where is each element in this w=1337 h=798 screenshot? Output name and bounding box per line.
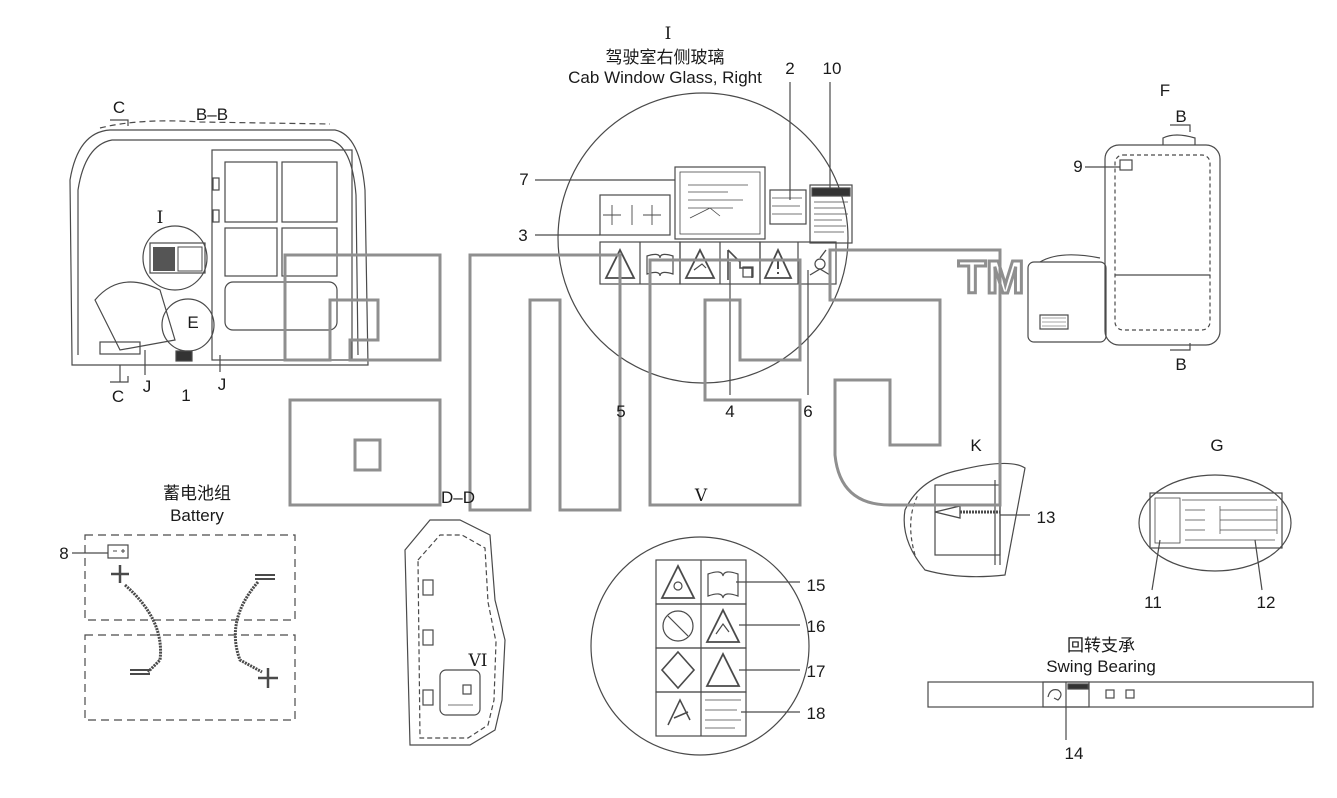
- detail-i-marker-label: I: [156, 208, 164, 228]
- detail-i-title-en: Cab Window Glass, Right: [568, 68, 762, 87]
- section-dd-label: D–D: [440, 488, 476, 507]
- callout-10: 10: [822, 59, 842, 78]
- section-j-left-label: J: [142, 377, 152, 396]
- swing-bearing-view: [927, 681, 1314, 740]
- callout-8: 8: [59, 544, 69, 563]
- view-f-label: F: [1159, 81, 1171, 100]
- callout-7: 7: [519, 170, 529, 189]
- callout-16: 16: [806, 617, 826, 636]
- callout-6: 6: [803, 402, 813, 421]
- swing-title-cn: 回转支承: [1067, 636, 1135, 655]
- right-side-view: [1027, 124, 1221, 351]
- callout-14: 14: [1064, 744, 1084, 763]
- callout-1: 1: [181, 386, 191, 405]
- section-b-top-label: B: [1175, 107, 1187, 126]
- view-k: [903, 462, 1030, 578]
- cab-detail-i-mini: [153, 246, 203, 272]
- callout-12: 12: [1256, 593, 1276, 612]
- callout-13: 13: [1036, 508, 1056, 527]
- battery-title-cn: 蓄电池组: [163, 484, 231, 503]
- view-g-nameplate: [1138, 474, 1292, 591]
- view-k-label: K: [970, 436, 982, 455]
- view-g-label: G: [1210, 436, 1224, 455]
- detail-v-circle: [590, 536, 810, 756]
- callout-11: 11: [1144, 593, 1162, 612]
- detail-e-label: E: [187, 313, 199, 332]
- section-c-top-label: C: [112, 98, 126, 117]
- battery-title-en: Battery: [170, 506, 224, 525]
- section-dd-view: [404, 519, 506, 746]
- detail-i-title-cn: 驾驶室右侧玻璃: [605, 48, 725, 67]
- callout-9: 9: [1073, 157, 1083, 176]
- watermark-graphic: [283, 248, 1002, 512]
- section-b-bottom-label: B: [1175, 355, 1187, 374]
- section-j-right-label: J: [217, 375, 227, 394]
- callout-17: 17: [806, 662, 826, 681]
- section-bb-label: B–B: [195, 105, 229, 124]
- battery-view: [72, 534, 296, 721]
- cab-side-view: [69, 119, 369, 383]
- section-c-bottom-label: C: [111, 387, 125, 406]
- detail-i-roman: I: [664, 24, 672, 44]
- callout-2: 2: [785, 59, 795, 78]
- detail-i-circle: [535, 82, 853, 395]
- callout-15: 15: [806, 576, 826, 595]
- callout-5: 5: [616, 402, 626, 421]
- detail-vi-label: VI: [468, 651, 488, 671]
- watermark-tm: TM: [956, 250, 1025, 305]
- callout-4: 4: [725, 402, 735, 421]
- detail-v-label: V: [694, 486, 708, 506]
- callout-18: 18: [806, 704, 826, 723]
- swing-title-en: Swing Bearing: [1046, 657, 1156, 676]
- callout-3: 3: [518, 226, 528, 245]
